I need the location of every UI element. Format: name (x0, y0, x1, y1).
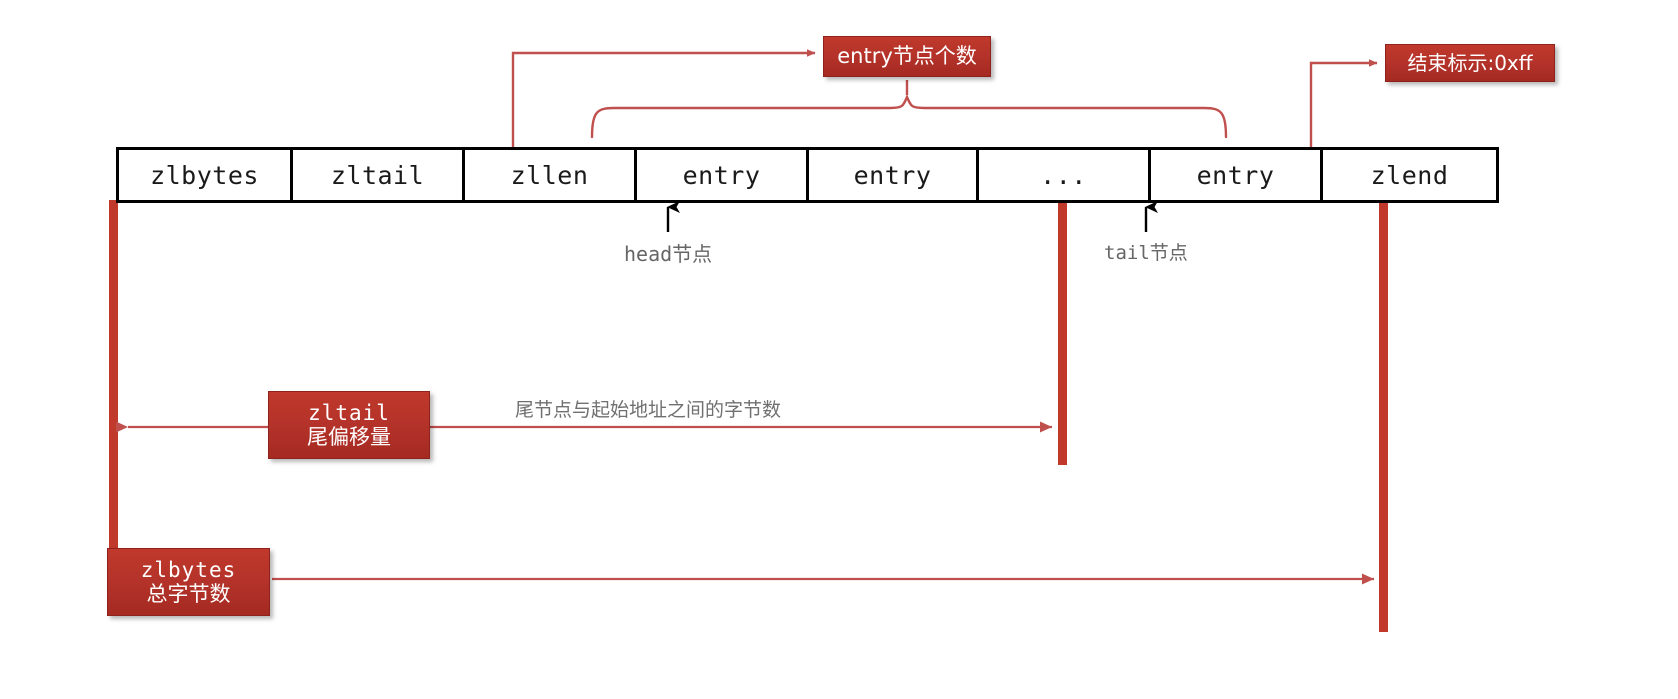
annotation-tail-node-label: tail节点 (1104, 242, 1188, 264)
annotation-bytes-between: 尾节点与起始地址之间的字节数 (515, 395, 781, 422)
cell-zllen-label: zllen (510, 160, 589, 190)
cell-ellipsis: ... (979, 150, 1151, 200)
cell-entry-tail: entry (1151, 150, 1323, 200)
cell-zltail-label: zltail (330, 160, 425, 190)
guide-bar-start (109, 200, 118, 606)
cell-entry-2: entry (809, 150, 979, 200)
cell-zlend: zlend (1323, 150, 1496, 200)
callout-zlbytes: zlbytes 总字节数 (107, 548, 270, 616)
cell-zlbytes: zlbytes (119, 150, 293, 200)
callout-zlend-marker-label: 结束标示:0xff (1407, 50, 1533, 75)
cell-entry-2-label: entry (853, 160, 932, 190)
cell-zlend-label: zlend (1370, 160, 1449, 190)
cell-zltail: zltail (293, 150, 465, 200)
cell-entry-head: entry (637, 150, 809, 200)
annotation-head-node-label: head节点 (624, 242, 713, 266)
annotation-bytes-between-label: 尾节点与起始地址之间的字节数 (515, 399, 782, 421)
zlend-to-marker-connector (1309, 59, 1378, 147)
callout-entry-count-label: entry节点个数 (837, 44, 977, 69)
callout-entry-count: entry节点个数 (823, 36, 991, 77)
annotation-head-node: head节点 (624, 238, 712, 267)
annotation-tail-node: tail节点 (1104, 238, 1188, 265)
guide-bar-tail-entry (1058, 200, 1067, 465)
cell-entry-head-label: entry (682, 160, 761, 190)
guide-bar-end (1379, 200, 1388, 632)
entries-brace (590, 80, 1228, 139)
callout-zlbytes-title: zlbytes (140, 557, 237, 582)
cell-ellipsis-label: ... (1040, 160, 1087, 190)
ziplist-table: zlbytes zltail zllen entry entry ... ent… (116, 147, 1499, 203)
zllen-to-entrycount-connector (511, 49, 816, 147)
cell-zlbytes-label: zlbytes (150, 160, 259, 190)
callout-zlend-marker: 结束标示:0xff (1385, 44, 1555, 82)
callout-zlbytes-subtitle: 总字节数 (146, 582, 231, 606)
cell-zllen: zllen (465, 150, 637, 200)
callout-zltail: zltail 尾偏移量 (268, 391, 430, 459)
cell-entry-tail-label: entry (1196, 160, 1275, 190)
callout-zltail-subtitle: 尾偏移量 (307, 425, 391, 449)
callout-zltail-title: zltail (308, 400, 390, 425)
